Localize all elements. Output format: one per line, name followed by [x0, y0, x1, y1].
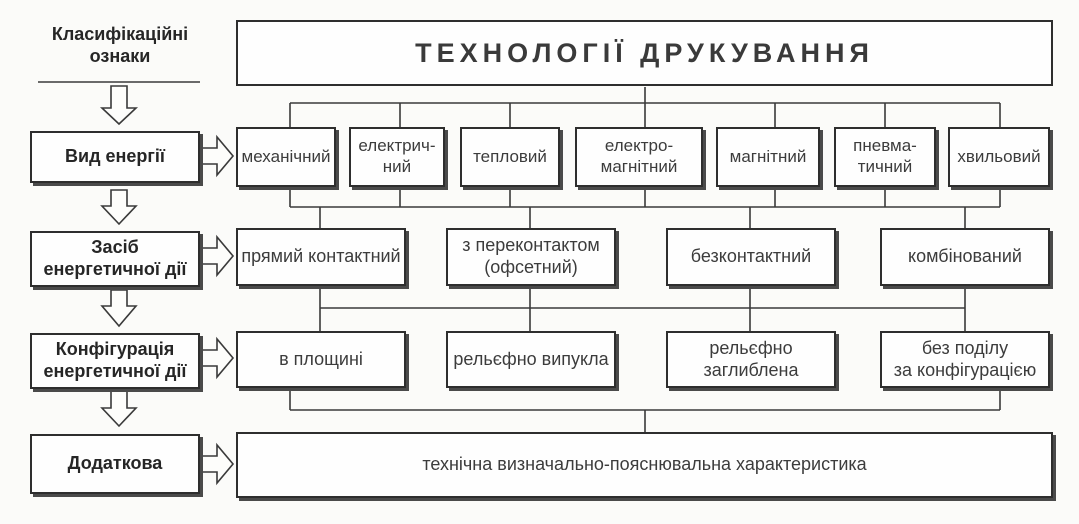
row-label-energy-type: Вид енергії: [30, 131, 200, 183]
down-arrow-icon: [100, 387, 138, 428]
down-arrow-icon: [100, 189, 138, 226]
classification-header: Класифікаційні ознаки: [51, 24, 189, 66]
row-label-energy-configuration: Конфігурація енергетичної дії: [30, 333, 200, 389]
means-combined: комбінований: [880, 228, 1050, 286]
energy-thermal: тепловий: [460, 127, 560, 187]
energy-pneumatic: пневма- тичний: [834, 127, 936, 187]
means-direct-contact: прямий контактний: [236, 228, 406, 286]
config-relief-recessed: рельєфно заглиблена: [666, 331, 836, 388]
energy-magnetic: магнітний: [716, 127, 820, 187]
title-box: ТЕХНОЛОГІЇ ДРУКУВАННЯ: [236, 20, 1053, 86]
energy-mechanical: механічний: [236, 127, 336, 187]
config-planar: в площині: [236, 331, 406, 388]
row-label-additional: Додаткова: [30, 434, 200, 494]
down-arrow-icon: [99, 85, 139, 126]
page-title: ТЕХНОЛОГІЇ ДРУКУВАННЯ: [415, 37, 874, 68]
energy-wave: хвильовий: [948, 127, 1050, 187]
energy-electromagnetic: електро- магнітний: [575, 127, 703, 187]
additional-characteristic: технічна визначально-пояснювальна характ…: [236, 432, 1053, 498]
right-arrow-icon: [200, 336, 235, 380]
config-no-division: без поділу за конфігурацією: [880, 331, 1050, 388]
right-arrow-icon: [200, 234, 235, 278]
right-arrow-icon: [200, 442, 235, 486]
energy-electric: електрич- ний: [349, 127, 445, 187]
config-relief-convex: рельєфно випукла: [446, 331, 616, 388]
down-arrow-icon: [100, 289, 138, 328]
right-arrow-icon: [200, 134, 235, 178]
row-label-energy-means: Засіб енергетичної дії: [30, 231, 200, 287]
means-contactless: безконтактний: [666, 228, 836, 286]
means-offset: з переконтактом (офсетний): [446, 228, 616, 286]
